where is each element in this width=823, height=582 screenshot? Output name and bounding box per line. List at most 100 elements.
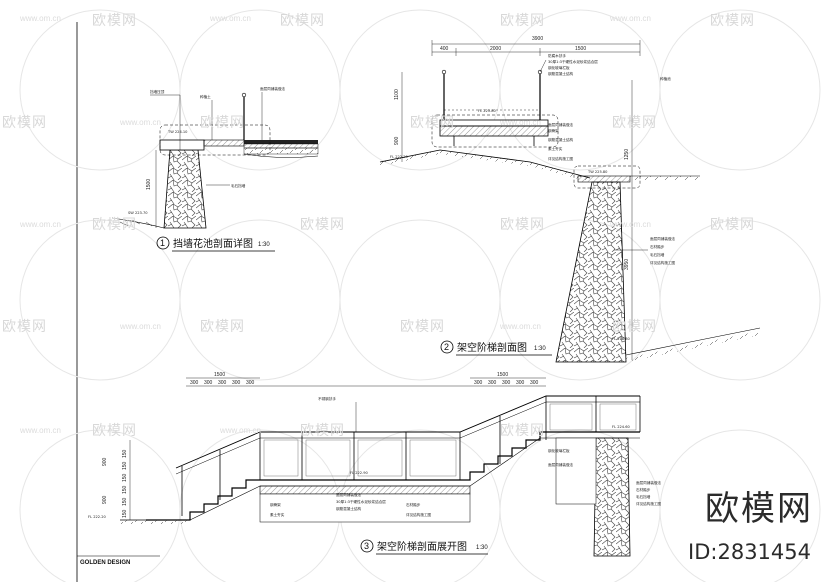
s1-dim-vertical: 1500	[146, 179, 152, 190]
watermark-url: www.om.cn	[120, 322, 161, 331]
s3-note-5: 素土夯实	[270, 512, 285, 517]
s3-note-3: 钢筋混凝土结构	[336, 506, 362, 511]
s3-vdim-6: 150	[122, 485, 128, 494]
s3-tread-r5: 300	[530, 380, 539, 386]
watermark-url: www.om.cn	[500, 118, 541, 127]
s3-dim-top-right: 1500	[497, 372, 508, 378]
s2-note-4: 钢筋混凝土结构	[548, 71, 574, 76]
s2-dim-v1: 1100	[394, 89, 400, 100]
watermark-url: www.om.cn	[20, 426, 61, 435]
s3-tread-r1: 300	[474, 380, 483, 386]
s3-level-mid: FL 222.90	[350, 471, 368, 475]
s1-note-paving: 面层同铺装做法	[260, 86, 286, 91]
s2-note-8: 素土夯实	[548, 146, 563, 151]
s3-scale: 1:30	[476, 545, 488, 551]
s2-note-10: 种植池	[660, 76, 671, 81]
watermark-url: www.om.cn	[610, 14, 651, 23]
s1-number: 1	[160, 238, 165, 248]
watermark-brand: 欧模网	[200, 319, 245, 335]
s2-note-2: 30厚1:3干硬性水泥砂浆结合层	[548, 59, 598, 64]
s3-level-deck: FL 224.60	[612, 425, 630, 429]
s2-note-5: 面层同铺装做法	[548, 122, 574, 127]
s3-level-left: FL 222.20	[88, 515, 106, 519]
s2-note-11: 面层同铺装做法	[650, 236, 676, 241]
s3-note-11: 石材踏步	[636, 487, 651, 492]
footer-label: GOLDEN DESIGN	[80, 560, 130, 566]
s3-vdim-2: 150	[122, 449, 128, 458]
s2-note-14: 详见结构施工图	[650, 260, 676, 265]
s3-number: 3	[364, 541, 369, 551]
s3-vdim-7: 150	[122, 497, 128, 506]
s1-note-soil: 种植土	[200, 94, 211, 99]
s3-tread-l2: 300	[204, 380, 213, 386]
watermark-brand: 欧模网	[92, 13, 137, 29]
s2-note-1: 防腐木扶手	[548, 53, 566, 58]
s2-dim-part-3: 1500	[575, 46, 586, 52]
s3-vdim-3: 150	[122, 461, 128, 470]
s2-note-13: 毛石挡墙	[650, 252, 665, 257]
s3-note-2: 30厚1:3干硬性水泥砂浆结合层	[336, 499, 386, 504]
s2-level-deck: FL 225.80	[478, 109, 496, 113]
s2-dim-total: 3900	[532, 36, 543, 42]
s3-vdim-5: 900	[102, 495, 108, 504]
s1-title: 挡墙花池剖面详图	[173, 237, 253, 250]
watermark-brand: 欧模网	[500, 423, 545, 439]
s2-dim-part-2: 2000	[490, 46, 501, 52]
watermark-url: www.om.cn	[220, 426, 261, 435]
s3-tread-r4: 300	[516, 380, 525, 386]
watermark-url: www.om.cn	[210, 14, 251, 23]
watermark-brand: 欧模网	[500, 13, 545, 29]
watermark-brand: 欧模网	[612, 319, 657, 335]
s2-dim-part-1: 400	[440, 46, 449, 52]
s1-note-coping: 挡墙压顶	[150, 89, 165, 94]
section-1-retaining-wall: 1500 挡墙压顶 种植土 面层同铺装做法 毛石挡墙 TW 224.10 SW …	[111, 86, 319, 252]
watermark-brand: 欧模网	[2, 115, 47, 131]
s3-title: 架空阶梯剖面展开图	[377, 540, 467, 553]
watermark-brand: 欧模网	[280, 13, 325, 29]
watermark-brand: 欧模网	[500, 217, 545, 233]
watermark-brand: 欧模网	[300, 217, 345, 233]
s2-note-3: 钢化玻璃栏板	[548, 65, 570, 70]
s3-tread-l1: 300	[190, 380, 199, 386]
s2-dim-v4: 3950	[624, 259, 630, 270]
watermark-url: www.om.cn	[20, 220, 61, 229]
section-2-elevated-stair: 3900 400 2000 1500	[379, 36, 761, 363]
s2-level-wall: TW 225.80	[587, 170, 608, 174]
s1-scale: 1:30	[258, 242, 270, 248]
watermark-brand: 欧模网	[710, 217, 755, 233]
s1-note-wall: 毛石挡墙	[231, 183, 246, 188]
corner-brand-logo: 欧模网	[705, 489, 813, 529]
s2-scale: 1:30	[534, 346, 546, 352]
watermark-url: www.om.cn	[20, 14, 61, 23]
s2-note-6: 钢骨架	[548, 128, 559, 133]
s3-note-12: 毛石挡墙	[636, 494, 651, 499]
s3-tread-l5: 300	[246, 380, 255, 386]
s3-note-6: 石材踏步	[406, 502, 421, 507]
section-3-stair-expanded: 1500 1500 300 300 300 300 300 300 300 30…	[88, 372, 662, 557]
watermark-brand: 欧模网	[2, 319, 47, 335]
s3-tread-l4: 300	[232, 380, 241, 386]
s2-note-12: 石材踏步	[650, 244, 665, 249]
s2-number: 2	[444, 342, 449, 352]
s2-level-ground: FL 222.20	[390, 155, 408, 159]
s2-dim-v3: 1250	[624, 149, 630, 160]
watermark-brand: 欧模网	[410, 115, 455, 131]
s3-note-7: 详见结构施工图	[406, 512, 432, 517]
s3-note-13: 详见结构施工图	[636, 501, 662, 506]
s3-tread-l3: 300	[218, 380, 227, 386]
s1-level-top: TW 224.10	[167, 130, 188, 134]
s2-title: 架空阶梯剖面图	[457, 341, 527, 354]
s2-note-9: 详见结构施工图	[548, 156, 574, 161]
s2-level-base: FL 218.80	[612, 337, 630, 341]
s3-tread-r2: 300	[488, 380, 497, 386]
s2-dim-v2: 900	[394, 136, 400, 145]
watermark-brand: 欧模网	[92, 217, 137, 233]
watermark-brand: 欧模网	[612, 115, 657, 131]
s3-vdim-1: 900	[102, 457, 108, 466]
s3-vdim-4: 150	[122, 473, 128, 482]
watermark-url: www.om.cn	[610, 220, 651, 229]
watermark-brand: 欧模网	[710, 13, 755, 29]
s3-note-4: 钢骨架	[270, 502, 281, 507]
watermark-brand: 欧模网	[200, 115, 245, 131]
